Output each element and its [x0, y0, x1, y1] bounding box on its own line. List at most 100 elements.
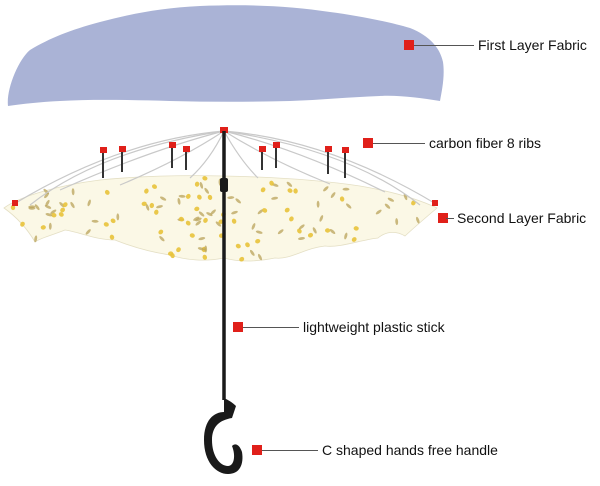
print-flower — [307, 232, 314, 238]
print-flower — [231, 218, 237, 224]
print-leaf — [277, 229, 284, 235]
carbon-fiber-ribs — [13, 130, 437, 206]
print-flower — [293, 188, 298, 194]
print-leaf — [215, 221, 222, 227]
print-leaf — [416, 216, 420, 224]
print-flower — [58, 212, 64, 217]
print-flower — [60, 207, 65, 213]
handle-label: C shaped hands free handle — [322, 442, 498, 458]
print-flower — [62, 202, 68, 208]
print-flower — [203, 217, 208, 223]
stick-label: lightweight plastic stick — [303, 319, 445, 335]
print-leaf — [387, 197, 395, 202]
print-leaf — [206, 212, 213, 217]
print-leaf — [298, 237, 305, 240]
print-flower — [141, 201, 147, 207]
print-leaf — [45, 213, 53, 217]
print-flower — [284, 207, 290, 213]
print-leaf — [329, 229, 336, 234]
print-flower — [154, 209, 159, 215]
print-leaf — [28, 205, 36, 209]
print-flower — [185, 220, 191, 226]
print-flower — [10, 204, 16, 211]
print-flower — [109, 234, 115, 240]
handle-marker — [252, 445, 262, 455]
print-flower — [103, 222, 109, 227]
second-layer-fabric — [3, 175, 438, 262]
print-flower — [176, 247, 181, 253]
print-leaf — [342, 187, 350, 191]
stick-marker — [233, 322, 243, 332]
print-leaf — [257, 209, 264, 215]
print-flower — [104, 189, 110, 195]
print-leaf — [34, 204, 40, 211]
print-leaf — [85, 229, 91, 235]
print-leaf — [156, 205, 163, 209]
print-leaf — [195, 220, 202, 226]
print-flower — [339, 196, 345, 202]
print-leaf — [210, 209, 216, 215]
print-leaf — [319, 215, 324, 222]
print-leaf — [159, 196, 167, 201]
second-layer-leader — [446, 218, 454, 219]
print-leaf — [235, 198, 241, 204]
print-leaf — [44, 192, 50, 199]
print-leaf — [177, 197, 181, 205]
print-leaf — [159, 236, 165, 242]
print-leaf — [34, 235, 38, 243]
print-flower — [202, 254, 208, 260]
print-leaf — [255, 230, 263, 234]
print-leaf — [395, 218, 399, 226]
print-leaf — [249, 249, 255, 256]
print-leaf — [71, 188, 75, 196]
print-leaf — [87, 199, 91, 207]
print-leaf — [227, 196, 235, 200]
print-leaf — [384, 203, 391, 209]
print-leaf — [178, 194, 186, 198]
handle-leader — [262, 450, 318, 451]
print-leaf — [298, 224, 305, 230]
print-flower — [239, 256, 245, 262]
second-layer-marker — [438, 213, 448, 223]
print-leaf — [199, 182, 204, 189]
print-leaf — [193, 216, 200, 221]
print-leaf — [195, 217, 202, 222]
print-leaf — [330, 192, 336, 199]
print-leaf — [45, 199, 50, 207]
print-flower — [255, 238, 261, 244]
first-layer-label: First Layer Fabric — [478, 37, 587, 53]
print-flower — [411, 200, 416, 206]
print-flower — [40, 225, 46, 230]
print-leaf — [197, 247, 205, 251]
print-flower — [185, 193, 191, 199]
print-leaf — [251, 223, 256, 230]
print-leaf — [91, 219, 99, 223]
second-layer-label: Second Layer Fabric — [457, 210, 587, 226]
first-layer-leader — [414, 45, 474, 46]
print-flower — [144, 188, 149, 194]
ribs-label: carbon fiber 8 ribs — [429, 135, 542, 151]
ribs-marker — [363, 138, 373, 148]
print-leaf — [346, 203, 352, 209]
print-flower — [149, 202, 155, 209]
ribs-leader — [373, 143, 425, 144]
first-layer-fabric — [7, 5, 444, 106]
print-leaf — [204, 187, 210, 194]
print-flower — [20, 221, 25, 227]
print-flower — [110, 218, 116, 224]
print-flower — [351, 237, 357, 242]
print-leaf — [375, 209, 382, 215]
print-flower — [207, 194, 213, 200]
print-leaf — [198, 211, 205, 217]
print-flower — [202, 176, 208, 181]
rib-tips — [12, 127, 438, 206]
rib-struts — [102, 146, 346, 178]
first-layer-marker — [404, 40, 414, 50]
print-flower — [353, 226, 359, 231]
print-leaf — [257, 253, 263, 261]
print-leaf — [312, 227, 317, 234]
print-leaf — [286, 181, 293, 187]
c-shaped-handle — [204, 398, 243, 474]
print-leaf — [344, 232, 348, 240]
